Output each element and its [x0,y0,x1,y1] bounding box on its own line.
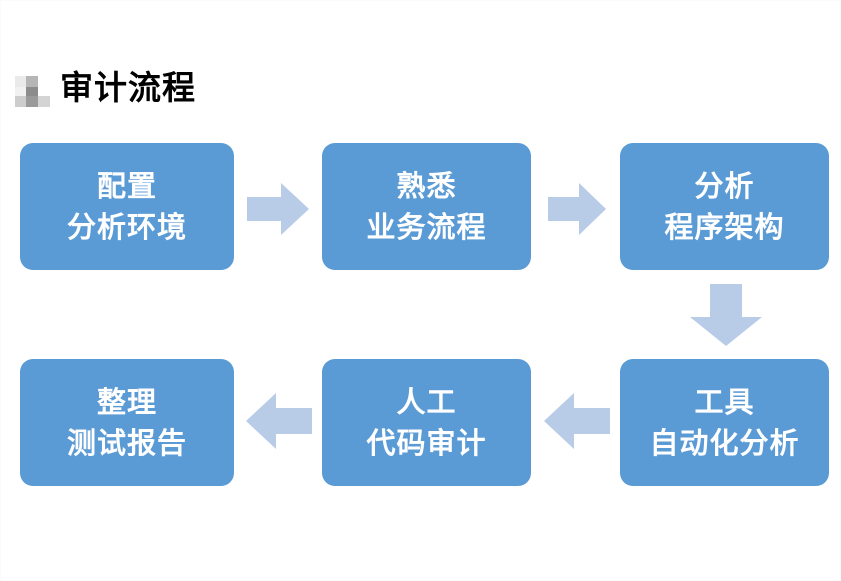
arrow-left-icon [544,393,610,449]
page-title: 审计流程 [60,67,196,107]
flow-box-line2: 测试报告 [66,426,187,460]
flow-box-line2: 分析环境 [66,210,187,244]
arrow-right-icon [247,183,309,235]
flow-box-line1: 人工 [396,384,457,419]
flow-box-line1: 熟悉 [396,168,457,203]
flow-box-line1: 整理 [96,384,157,419]
flow-box-line1: 工具 [694,384,755,419]
arrow-right-icon [548,183,606,235]
slide-title-row: 审计流程 [15,63,196,111]
flow-box-manual-code-audit[interactable]: 人工 代码审计 [322,359,531,486]
flow-box-analyze-program-architecture[interactable]: 分析 程序架构 [620,143,829,270]
flow-box-line1: 配置 [96,168,157,203]
flow-box-line2: 代码审计 [366,426,487,460]
flow-box-line2: 程序架构 [664,210,785,244]
flow-box-configure-environment[interactable]: 配置 分析环境 [20,143,234,270]
arrow-down-icon [690,284,762,346]
flow-box-line1: 分析 [694,168,755,203]
arrow-left-icon [246,393,312,449]
flow-box-line2: 自动化分析 [649,426,800,460]
gray-tiles-icon [15,70,50,107]
flow-box-line2: 业务流程 [366,210,487,244]
flow-box-tool-automated-analysis[interactable]: 工具 自动化分析 [620,359,829,486]
flow-box-organize-test-report[interactable]: 整理 测试报告 [20,359,234,486]
flow-box-familiarize-business-process[interactable]: 熟悉 业务流程 [322,143,531,270]
